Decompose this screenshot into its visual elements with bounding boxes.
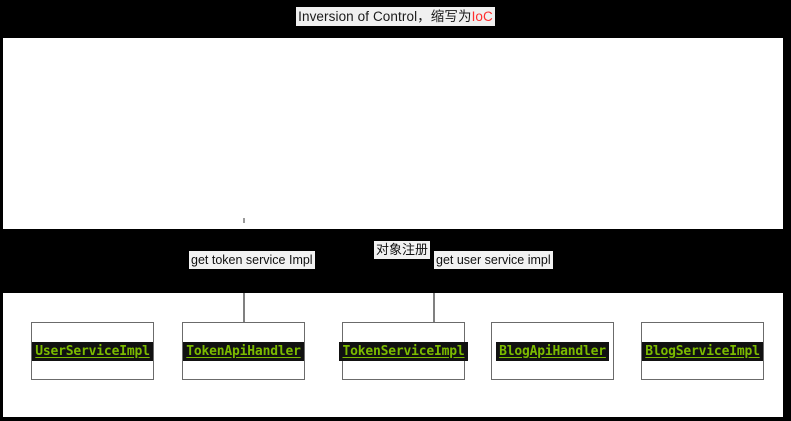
callout-get-token-service-impl: get token service Impl [189,251,315,269]
node-user-service-impl[interactable]: UserServiceImpl [31,322,154,380]
page-title-accent: IoC [471,8,493,24]
callout-object-registration: 对象注册 [374,241,431,259]
middle-black-band [0,229,791,293]
node-token-api-handler[interactable]: TokenApiHandler [182,322,305,380]
node-blog-api-handler[interactable]: BlogApiHandler [491,322,614,380]
node-label: TokenServiceImpl [339,341,468,361]
diagram-title-bar: Inversion of Control，缩写为IoC [0,5,791,27]
connector-line-token-api-handler [243,293,245,322]
upper-white-panel [3,38,783,229]
node-blog-service-impl[interactable]: BlogServiceImpl [641,322,764,380]
node-token-service-impl[interactable]: TokenServiceImpl [339,322,468,380]
connector-line-token-service-impl [433,293,435,322]
page-title-main: Inversion of Control，缩写为 [298,8,472,24]
callout-get-user-service-impl: get user service impl [434,251,553,269]
connector-tick-upper [243,218,245,223]
node-label: TokenApiHandler [183,341,304,361]
node-label: BlogApiHandler [496,341,609,361]
node-label: UserServiceImpl [32,341,153,361]
node-label: BlogServiceImpl [642,341,763,361]
left-edge-sliver [0,405,3,421]
page-title: Inversion of Control，缩写为IoC [296,6,495,26]
